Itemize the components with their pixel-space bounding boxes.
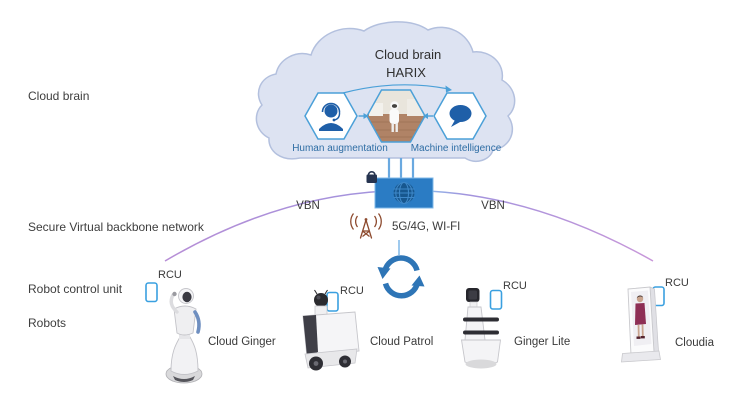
smartphone-icon bbox=[145, 282, 158, 303]
rcu-label-ginger-lite: RCU bbox=[503, 280, 527, 292]
robot-cloud-patrol bbox=[302, 289, 360, 371]
robot-ginger-lite bbox=[460, 288, 502, 369]
vbn-right-label: VBN bbox=[481, 200, 505, 212]
smartphone-icon bbox=[326, 291, 339, 312]
row-label-backbone-network: Secure Virtual backbone network bbox=[28, 220, 204, 234]
robot-name-cloud-ginger: Cloud Ginger bbox=[208, 336, 276, 348]
robot-cloudia bbox=[621, 286, 661, 363]
human-augmentation-hexagon bbox=[304, 92, 358, 140]
row-label-cloud-brain: Cloud brain bbox=[28, 89, 90, 103]
robot-name-cloud-patrol: Cloud Patrol bbox=[370, 336, 434, 348]
machine-intelligence-label: Machine intelligence bbox=[410, 143, 502, 154]
circular-arrows-icon bbox=[377, 255, 425, 299]
robot-name-ginger-lite: Ginger Lite bbox=[514, 336, 571, 348]
antenna-icon bbox=[350, 213, 382, 239]
cloud-brain-title: Cloud brain bbox=[374, 47, 442, 62]
rcu-label-cloud-patrol: RCU bbox=[340, 285, 364, 297]
cloud-gateway-connectors bbox=[387, 158, 415, 180]
speech-bubble-icon bbox=[449, 105, 472, 127]
harix-subtitle: HARIX bbox=[386, 65, 426, 80]
rcu-devices bbox=[145, 282, 665, 312]
secure-gateway bbox=[366, 171, 434, 209]
human-augmentation-label: Human augmentation bbox=[292, 143, 388, 154]
hexagon-flow-arrows bbox=[342, 84, 452, 119]
robot-cloud-ginger bbox=[165, 288, 203, 384]
wireless-label: 5G/4G, WI-FI bbox=[392, 221, 461, 233]
rcu-label-cloud-ginger: RCU bbox=[158, 269, 182, 281]
person-headset-icon bbox=[319, 102, 343, 131]
row-label-robots: Robots bbox=[28, 316, 67, 330]
globe-router-icon bbox=[393, 181, 415, 205]
vbn-left-label: VBN bbox=[296, 200, 320, 212]
smartphone-icon bbox=[489, 289, 503, 310]
row-label-robot-control-unit: Robot control unit bbox=[28, 282, 123, 296]
machine-intelligence-hexagon bbox=[433, 92, 487, 140]
lock-icon bbox=[366, 171, 377, 183]
rcu-label-cloudia: RCU bbox=[665, 277, 689, 289]
robot-name-cloudia: Cloudia bbox=[675, 337, 714, 349]
